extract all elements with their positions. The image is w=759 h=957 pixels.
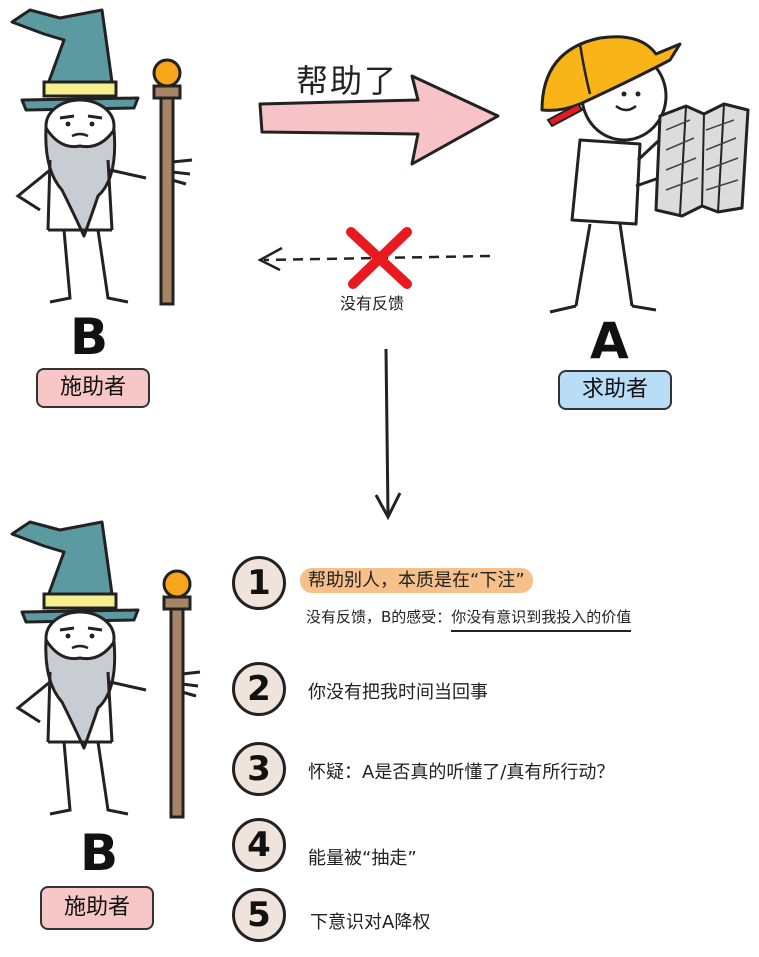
builder-icon	[540, 35, 750, 314]
cross-icon	[346, 227, 412, 289]
item-text-1: 帮助别人，本质是在“下注”	[300, 566, 533, 593]
item-number-3: 3	[232, 742, 286, 796]
item-number-1: 1	[232, 556, 286, 610]
helped-label: 帮助了	[296, 62, 399, 100]
seeker-role-tag: 求助者	[558, 370, 672, 410]
dashed-arrow-icon	[257, 246, 491, 272]
item-number-2: 2	[232, 662, 286, 716]
helper-letter-bottom: B	[80, 824, 119, 882]
wizard-icon	[10, 520, 201, 819]
item-text-3: 怀疑：A是否真的听懂了/真有所行动？	[308, 762, 615, 783]
item-text-4: 能量被“抽走”	[308, 848, 417, 869]
helper-role-tag-top: 施助者	[36, 368, 150, 408]
no-feedback-label: 没有反馈	[340, 294, 405, 313]
item-highlight-1: 帮助别人，本质是在“下注”	[300, 568, 533, 593]
down-arrow-icon	[374, 348, 402, 521]
item-number-5: 5	[232, 888, 286, 942]
item-sub-underlined: 你没有意识到我投入的价值	[451, 608, 632, 632]
item-sub-1: 没有反馈，B的感受：你没有意识到我投入的价值	[306, 606, 632, 632]
wizard-icon	[10, 8, 193, 306]
item-text-5: 下意识对A降权	[310, 912, 431, 933]
seeker-letter: A	[590, 312, 629, 370]
item-text-2: 你没有把我时间当回事	[308, 682, 488, 703]
item-sub-prefix: 没有反馈，B的感受：	[306, 608, 452, 626]
item-number-4: 4	[232, 818, 286, 872]
helper-letter-top: B	[70, 308, 109, 366]
helper-role-tag-bottom: 施助者	[40, 886, 154, 930]
big-arrow-icon	[258, 74, 500, 166]
